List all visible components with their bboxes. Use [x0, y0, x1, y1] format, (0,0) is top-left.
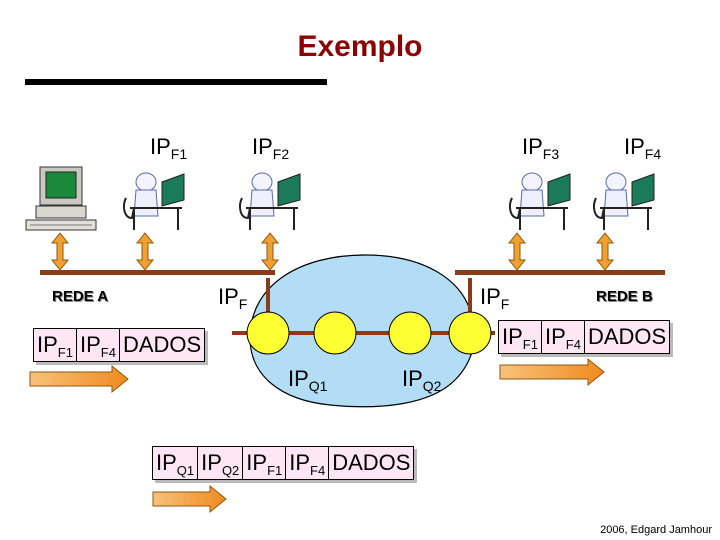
slide-title: Exemplo: [297, 30, 423, 63]
packet-right-field: IPF4: [542, 321, 585, 353]
router-q2: [388, 311, 432, 355]
router-q1: [313, 311, 357, 355]
packet-bottom-field: IPF4: [286, 447, 330, 479]
internal-label-q2: IPQ2: [402, 366, 442, 394]
footer-credit: 2006, Edgard Jamhour: [600, 524, 712, 536]
host-label-f3: IPF3: [522, 134, 560, 162]
router-label-left: IPF: [218, 284, 248, 312]
host-label-f4: IPF4: [624, 134, 662, 162]
arrow-f1: [135, 232, 155, 271]
packet-left-field: IPF1: [34, 329, 77, 361]
internal-link: [270, 331, 475, 335]
arrow-f2: [260, 232, 280, 271]
packet-bottom: IPQ1 IPQ2 IPF1 IPF4 DADOS: [152, 446, 415, 480]
packet-right-field: IPF1: [499, 321, 542, 353]
network-label-a: REDE A: [52, 288, 109, 305]
packet-bottom-field: DADOS: [332, 450, 411, 475]
network-label-b: REDE B: [596, 288, 653, 305]
rede-b-bus: [455, 270, 665, 275]
host-label-f2: IPF2: [252, 134, 290, 162]
packet-right-field: DADOS: [587, 324, 667, 349]
router-right: [448, 311, 492, 355]
arrow-pc: [50, 232, 70, 271]
workstation-f3-icon: [509, 172, 571, 230]
flow-arrow-right: [499, 357, 605, 387]
desktop-computer-icon: [25, 166, 97, 231]
flow-arrow-left: [29, 364, 129, 394]
workstation-f4-icon: [593, 172, 655, 230]
internal-label-q1: IPQ1: [288, 366, 328, 394]
packet-bottom-field: IPQ1: [153, 447, 199, 479]
packet-left-field: IPF4: [77, 329, 120, 361]
packet-left: IPF1 IPF4 DADOS: [33, 328, 206, 362]
title-underline: [25, 79, 327, 85]
workstation-f2-icon: [239, 172, 301, 230]
packet-right: IPF1 IPF4 DADOS: [498, 320, 671, 354]
router-label-right: IPF: [480, 284, 510, 312]
host-link-arrows: [50, 232, 615, 271]
workstation-f1-icon: [123, 172, 185, 230]
arrow-f3: [507, 232, 527, 271]
router-left: [246, 311, 290, 355]
packet-bottom-field: IPF1: [243, 447, 287, 479]
arrow-f4: [595, 232, 615, 271]
packet-left-field: DADOS: [122, 332, 202, 357]
host-label-f1: IPF1: [150, 134, 188, 162]
packet-bottom-field: IPQ2: [198, 447, 244, 479]
rede-a-bus: [40, 270, 275, 275]
flow-arrow-bottom: [152, 484, 227, 514]
